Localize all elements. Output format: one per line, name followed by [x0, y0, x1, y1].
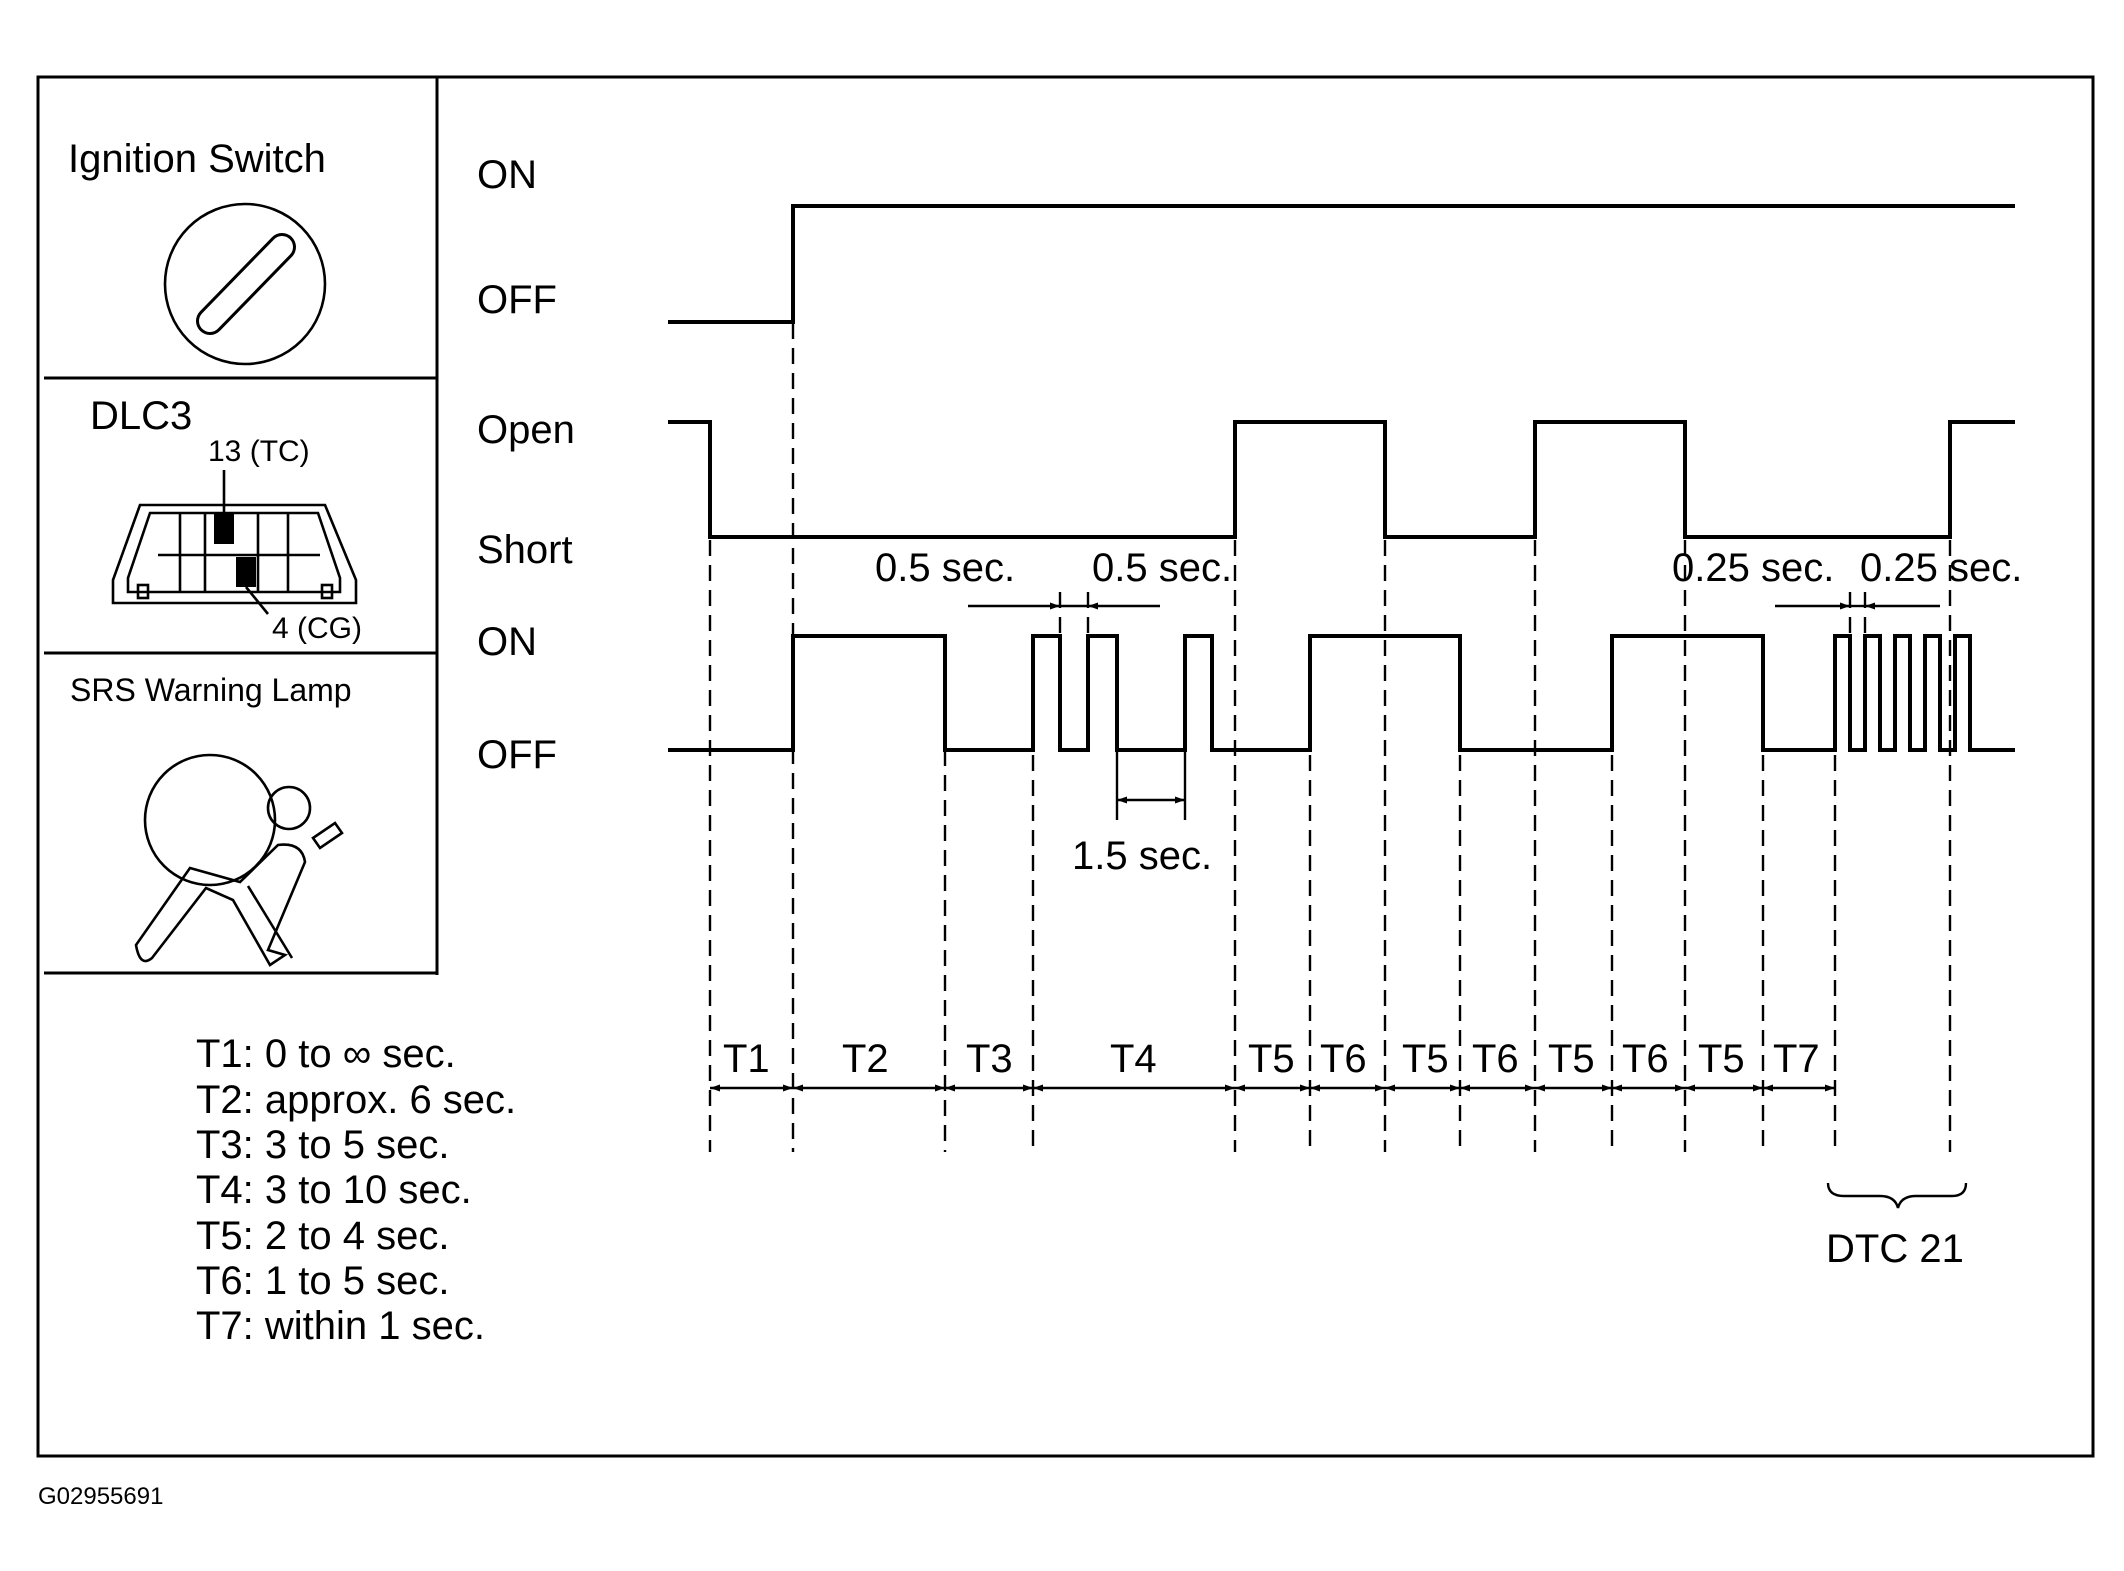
timing-legend: T1: 0 to ∞ sec. T2: approx. 6 sec. T3: 3… — [196, 1032, 516, 1348]
lamp-waveform — [668, 634, 2015, 752]
interval-label: T4 — [1110, 1037, 1157, 1081]
blink-on-label: 0.5 sec. — [875, 546, 1015, 590]
dlc-waveform — [668, 420, 2015, 539]
dlc-short-label: Short — [477, 528, 573, 572]
legend-item: T6: 1 to 5 sec. — [196, 1259, 449, 1303]
dlc3-connector-icon — [111, 470, 358, 615]
tc-pin-label: 13 (TC) — [208, 435, 310, 468]
interval-label: T3 — [966, 1037, 1013, 1081]
srs-lamp-label: SRS Warning Lamp — [70, 672, 352, 708]
ignition-waveform — [668, 204, 2015, 324]
interval-label: T6 — [1320, 1037, 1367, 1081]
blink-dimension-marks — [968, 592, 1940, 820]
blink-off-label: 0.5 sec. — [1092, 546, 1232, 590]
ignition-off-label: OFF — [477, 278, 557, 322]
outer-frame — [36, 75, 2095, 1458]
dtc-brace — [1826, 1182, 1968, 1209]
ignition-key-icon — [163, 202, 327, 366]
interval-label: T7 — [1773, 1037, 1820, 1081]
figure-id: G02955691 — [38, 1483, 163, 1510]
legend-item: T4: 3 to 10 sec. — [196, 1168, 472, 1212]
fast-on-label: 0.25 sec. — [1672, 546, 1834, 590]
interval-label: T6 — [1622, 1037, 1669, 1081]
interval-label: T5 — [1248, 1037, 1295, 1081]
fast-off-label: 0.25 sec. — [1860, 546, 2022, 590]
interval-label: T5 — [1698, 1037, 1745, 1081]
legend-item: T5: 2 to 4 sec. — [196, 1214, 449, 1258]
dlc-open-label: Open — [477, 408, 575, 452]
interval-label: T5 — [1548, 1037, 1595, 1081]
dlc3-label: DLC3 — [90, 394, 192, 438]
lamp-on-label: ON — [477, 620, 537, 664]
airbag-occupant-icon — [134, 753, 344, 967]
interval-labels: T1 T2 T3 T4 T5 T6 T5 T6 T5 T6 T5 T7 — [723, 1037, 1820, 1081]
ignition-on-label: ON — [477, 153, 537, 197]
cg-pin-label: 4 (CG) — [272, 612, 362, 645]
legend-item: T3: 3 to 5 sec. — [196, 1123, 449, 1167]
interval-label: T5 — [1402, 1037, 1449, 1081]
ignition-switch-label: Ignition Switch — [68, 137, 326, 181]
legend-item: T7: within 1 sec. — [196, 1304, 485, 1348]
interval-label: T6 — [1472, 1037, 1519, 1081]
interval-label: T1 — [723, 1037, 770, 1081]
legend-item: T2: approx. 6 sec. — [196, 1078, 516, 1122]
interval-label: T2 — [842, 1037, 889, 1081]
lamp-off-label: OFF — [477, 733, 557, 777]
legend-item: T1: 0 to ∞ sec. — [196, 1032, 456, 1076]
dtc-label: DTC 21 — [1826, 1227, 1964, 1271]
blink-gap-label: 1.5 sec. — [1072, 834, 1212, 878]
